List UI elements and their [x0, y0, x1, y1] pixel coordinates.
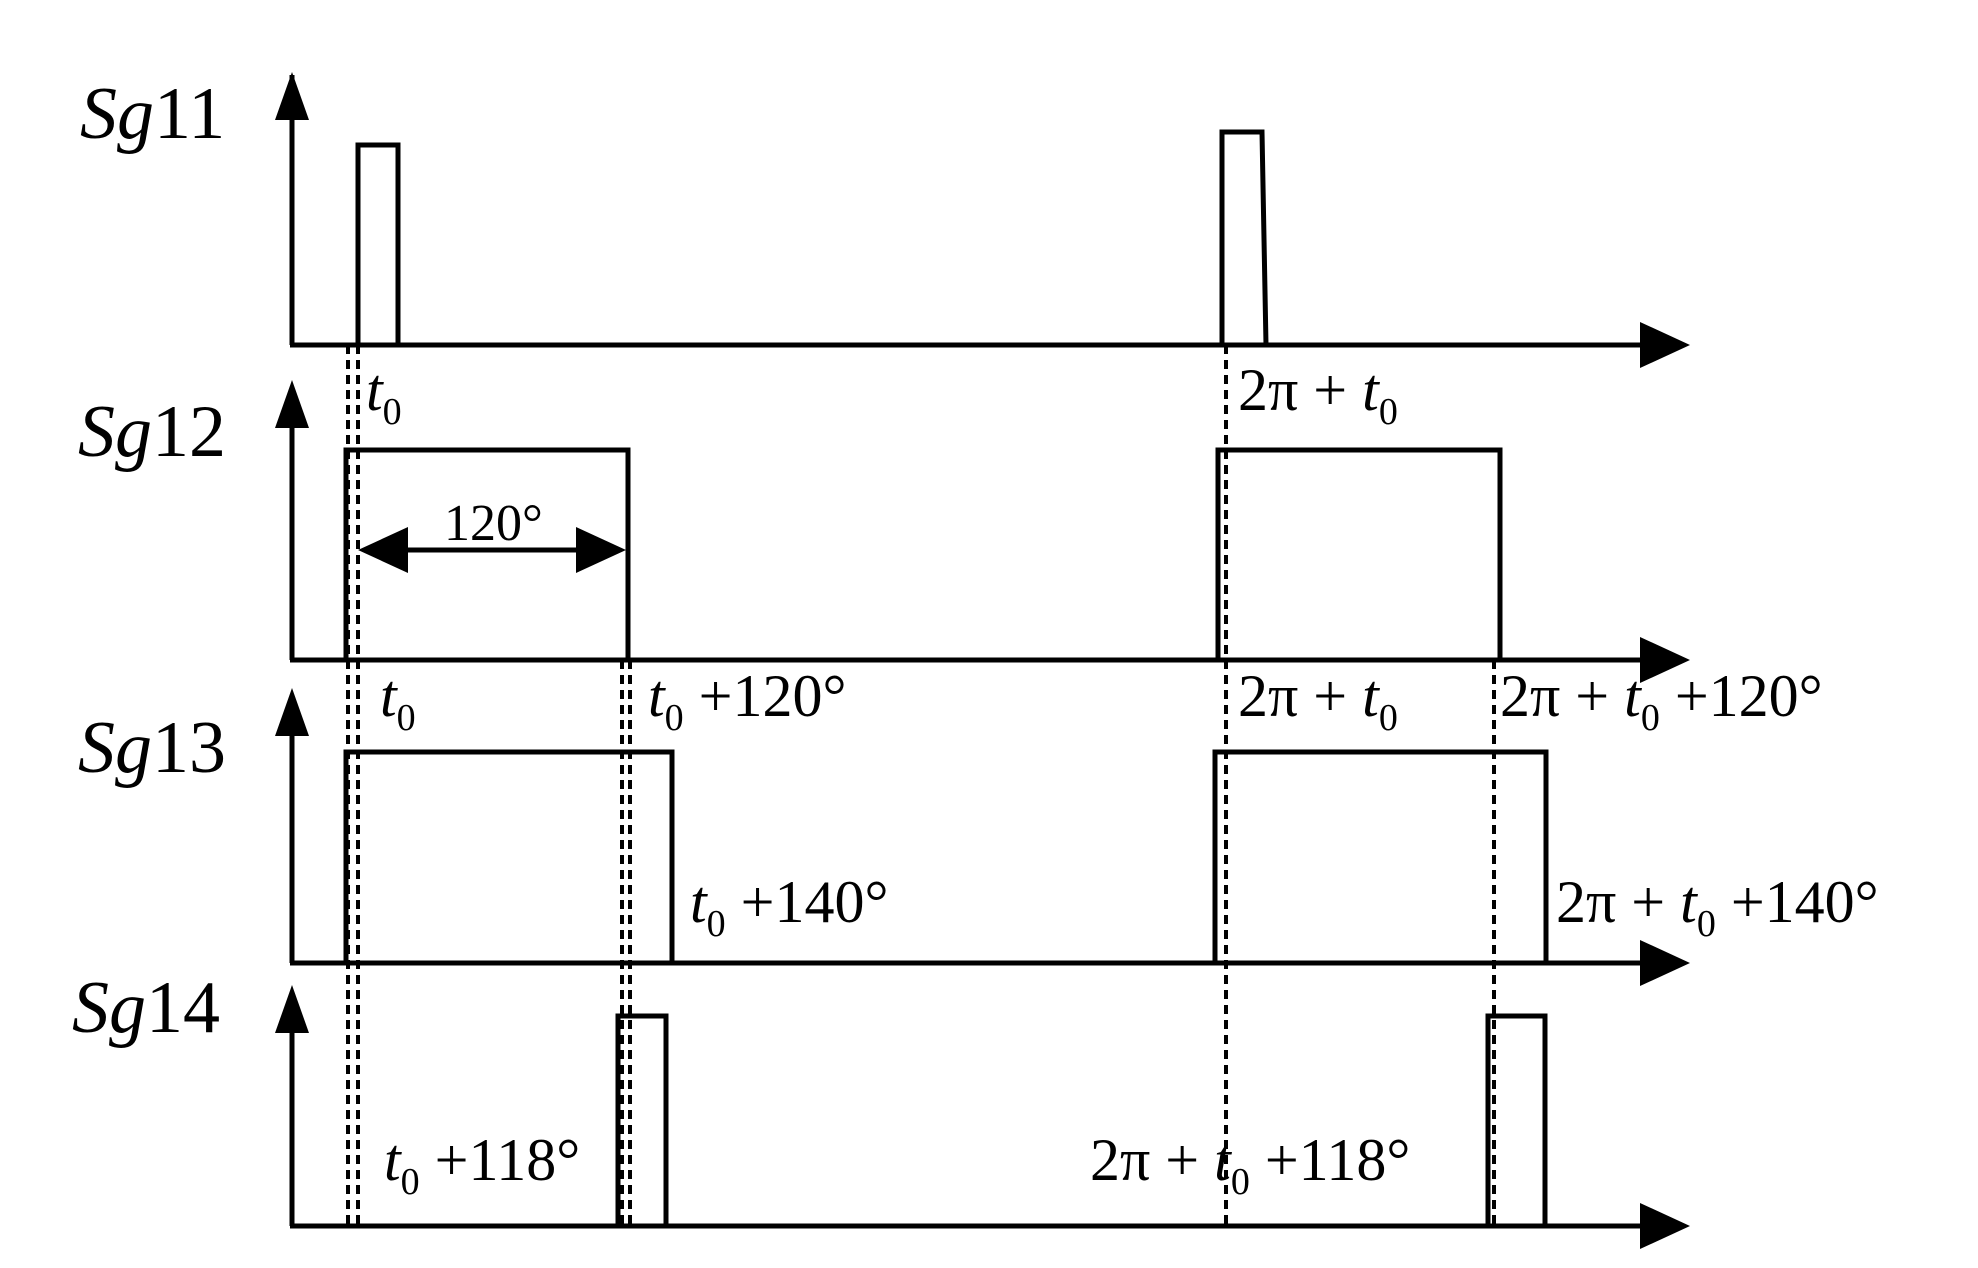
label-sub: 0 — [665, 697, 684, 739]
signal-index: 13 — [152, 707, 226, 789]
label-sub: 0 — [707, 903, 726, 945]
signal-name-sg11: Sg11 — [80, 73, 225, 155]
y-axis-arrowhead — [275, 380, 309, 428]
label-sub: 0 — [401, 1161, 420, 1203]
label-var: t — [384, 1127, 402, 1193]
label-t0-row1: t0 — [366, 357, 402, 433]
x-axis-arrowhead — [1640, 322, 1690, 368]
x-axis-arrowhead — [1640, 1203, 1690, 1249]
label-sub: 0 — [397, 697, 416, 739]
sg11-trace — [275, 72, 1690, 368]
signal-index: 12 — [152, 391, 226, 473]
pulse-2 — [1219, 129, 1269, 346]
signal-name-sg13: Sg13 — [78, 707, 226, 789]
pulse-2 — [1485, 1013, 1548, 1226]
label-sub: 0 — [1697, 903, 1716, 945]
label-lead: 2π + — [1238, 663, 1362, 729]
signal-prefix: Sg — [78, 391, 152, 473]
label-two-pi-t0-plus-140: 2π + t0 +140° — [1556, 869, 1879, 945]
label-lead: 2π + — [1238, 357, 1362, 423]
label-t0-row2: t0 — [380, 663, 416, 739]
x-axis-arrowhead — [1640, 637, 1690, 683]
label-t0-plus-118: t0 +118° — [384, 1127, 580, 1203]
label-rest: +120° — [684, 663, 847, 729]
label-var: t — [1362, 663, 1380, 729]
y-axis-arrowhead — [275, 688, 309, 736]
label-var: t — [366, 357, 384, 423]
sg14-trace — [275, 985, 1690, 1249]
signal-index: 11 — [154, 73, 225, 155]
signal-name-sg14: Sg14 — [72, 967, 220, 1049]
signal-prefix: Sg — [78, 707, 152, 789]
label-rest: +118° — [420, 1127, 581, 1193]
label-var: t — [690, 869, 708, 935]
label-var: t — [1680, 869, 1698, 935]
left-arrowhead — [358, 527, 408, 573]
label-two-pi-t0-plus-120: 2π + t0 +120° — [1500, 663, 1823, 739]
label-sub: 0 — [1379, 697, 1398, 739]
label-rest: +140° — [1716, 869, 1879, 935]
label-lead: 2π + — [1556, 869, 1680, 935]
sg13-trace — [275, 688, 1690, 986]
label-lead: 2π + — [1090, 1127, 1214, 1193]
label-sub: 0 — [1641, 697, 1660, 739]
pulse-2 — [1212, 749, 1549, 963]
signal-name-sg12: Sg12 — [78, 391, 226, 473]
y-axis-arrowhead — [275, 72, 309, 120]
pulse-2 — [1215, 447, 1503, 660]
label-var: t — [648, 663, 666, 729]
label-two-pi-t0-row1: 2π + t0 — [1238, 357, 1398, 433]
pulse-1 — [292, 1013, 669, 1229]
x-axis-arrowhead — [1640, 940, 1690, 986]
signal-prefix: Sg — [72, 967, 146, 1049]
right-arrowhead — [576, 527, 626, 573]
label-sub: 0 — [1231, 1161, 1250, 1203]
signal-prefix: Sg — [80, 73, 154, 155]
width-annotation: 120° — [358, 495, 626, 573]
label-sub: 0 — [383, 391, 402, 433]
label-var: t — [1214, 1127, 1232, 1193]
label-two-pi-t0-row2: 2π + t0 — [1238, 663, 1398, 739]
label-var: t — [380, 663, 398, 729]
label-sub: 0 — [1379, 391, 1398, 433]
pulse-1 — [292, 142, 401, 348]
label-t0-plus-120: t0 +120° — [648, 663, 847, 739]
alignment-lines — [346, 345, 1496, 1226]
label-lead: 2π + — [1500, 663, 1624, 729]
y-axis-arrowhead — [275, 985, 309, 1033]
label-rest: +140° — [726, 869, 889, 935]
label-rest: +118° — [1250, 1127, 1411, 1193]
width-120-label: 120° — [444, 495, 543, 552]
label-var: t — [1624, 663, 1642, 729]
label-t0-plus-140: t0 +140° — [690, 869, 889, 945]
label-var: t — [1362, 357, 1380, 423]
label-rest: +120° — [1660, 663, 1823, 729]
signal-index: 14 — [146, 967, 220, 1049]
label-two-pi-t0-plus-118: 2π + t0 +118° — [1090, 1127, 1410, 1203]
